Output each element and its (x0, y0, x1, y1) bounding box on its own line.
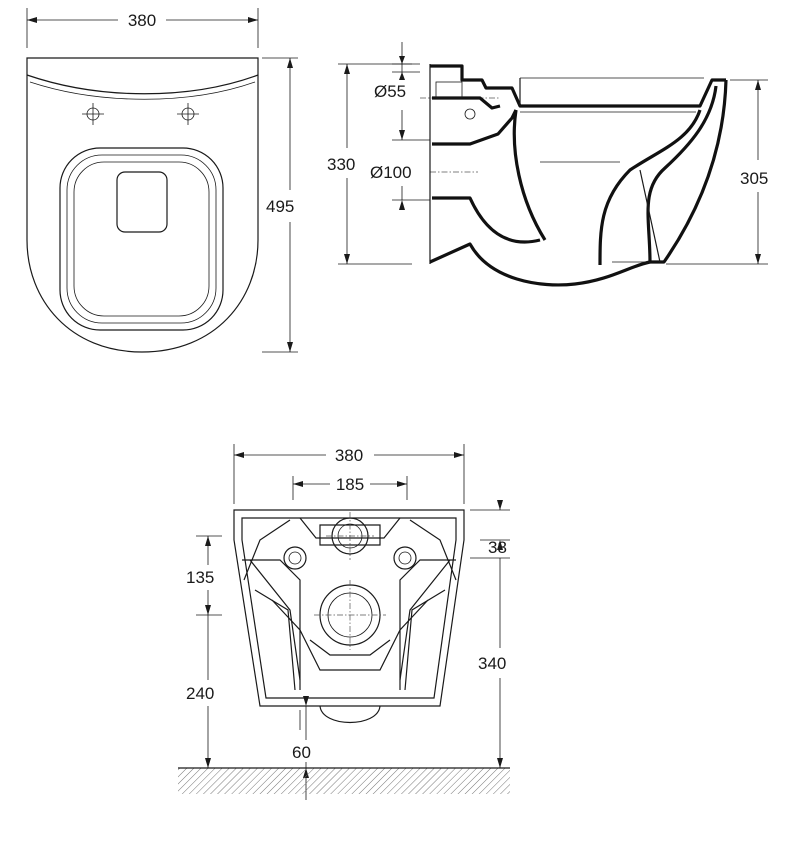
rear-fixing-holes (283, 546, 417, 570)
rear-total-height-label: 340 (478, 654, 506, 673)
side-rim-height-dimension: 305 (666, 79, 768, 265)
side-view: 330 Ø55 Ø100 (327, 42, 768, 287)
rear-inner-ribs (242, 517, 457, 691)
side-inlet-label: Ø55 (374, 82, 406, 101)
rear-left-dimensions: 135 240 (186, 535, 222, 768)
rear-bottom-offset-dimension: 60 (292, 696, 311, 800)
top-bowl-rim-outer (59, 147, 224, 331)
rear-width-label: 380 (335, 446, 363, 465)
side-height-label: 330 (327, 155, 355, 174)
top-drain-opening (116, 171, 168, 233)
rear-fixing-to-outlet-label: 135 (186, 568, 214, 587)
rear-inlet-hole (326, 512, 374, 560)
top-length-dimension: 495 (262, 57, 298, 353)
rear-fixing-spacing-label: 185 (336, 475, 364, 494)
side-section-profile (429, 64, 728, 287)
rear-top-offset-label: 38 (488, 538, 507, 557)
rear-width-dimension: 380 (233, 444, 465, 504)
rear-right-dimensions: 38 340 (470, 500, 510, 768)
side-outlet-label: Ø100 (370, 163, 412, 182)
side-outlet-dimension: Ø100 (370, 110, 478, 210)
rear-fixing-spacing-dimension: 185 (292, 475, 408, 500)
rear-bottom-offset-label: 60 (292, 743, 311, 762)
top-fixing-holes (82, 103, 199, 125)
floor-hatch (178, 767, 510, 794)
side-inlet-dimension: Ø55 (374, 42, 500, 101)
side-rim-height-label: 305 (740, 169, 768, 188)
rear-view: 380 185 (178, 444, 510, 800)
top-width-dimension: 380 (26, 8, 259, 48)
rear-outlet-hole (314, 580, 386, 650)
top-width-label: 380 (128, 11, 156, 30)
top-bowl-outline (26, 57, 259, 353)
top-view: 380 495 (26, 8, 298, 353)
rear-body-outline (233, 509, 465, 707)
rear-outlet-height-label: 240 (186, 684, 214, 703)
top-length-label: 495 (266, 197, 294, 216)
